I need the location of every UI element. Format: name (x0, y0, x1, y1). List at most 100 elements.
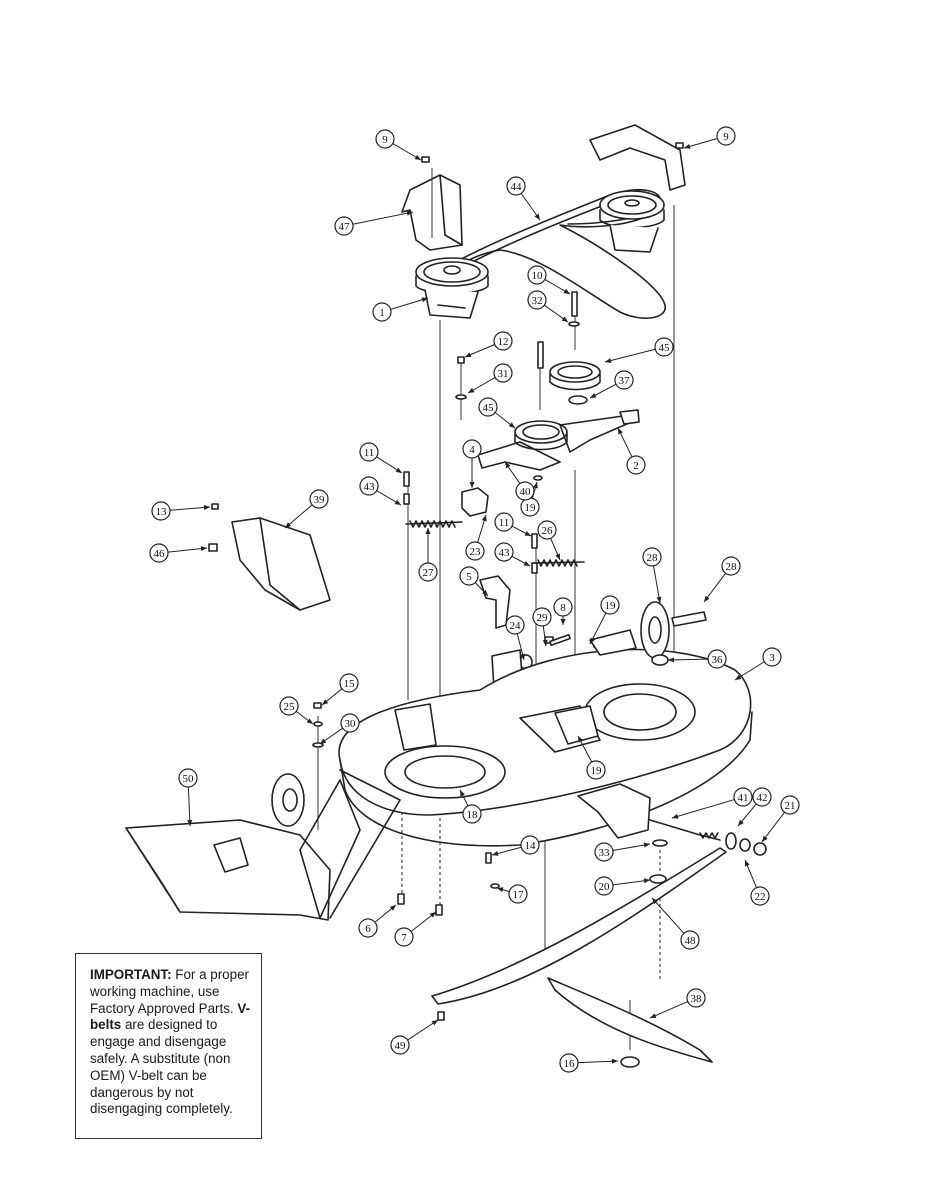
callout-number: 4 (469, 444, 475, 456)
callout-arrowhead (643, 878, 650, 884)
callout-circle (626, 455, 646, 475)
callout-number: 48 (685, 935, 697, 947)
callout-c5: 5 (459, 566, 489, 597)
callout-c44: 44 (506, 176, 541, 221)
callout-number: 31 (498, 368, 509, 380)
callout-c12: 12 (464, 331, 513, 358)
spindle-pulley-right (599, 190, 665, 253)
callout-leader (651, 897, 685, 934)
callout-c30: 30 (319, 713, 360, 745)
callout-c28a: 28 (642, 547, 662, 604)
callout-number: 36 (712, 654, 724, 666)
callout-circle (493, 331, 513, 351)
callout-number: 6 (365, 923, 371, 935)
callout-c37: 37 (589, 370, 634, 399)
callout-number: 7 (401, 932, 407, 944)
chute-deflector (231, 517, 331, 611)
callout-c27: 27 (418, 528, 438, 582)
callout-arrowhead (468, 387, 475, 393)
callout-circle (494, 512, 514, 532)
callout-number: 25 (284, 701, 296, 713)
callout-c4: 4 (462, 439, 482, 488)
callout-circle (279, 696, 299, 716)
callout-number: 19 (605, 600, 617, 612)
callout-c19c: 19 (577, 735, 606, 780)
callout-leader (667, 658, 709, 661)
callout-arrowhead (320, 738, 327, 744)
callout-arrowhead (618, 428, 623, 435)
callout-c31: 31 (467, 363, 513, 394)
callout-circle (721, 556, 741, 576)
callout-circle (418, 562, 438, 582)
callout-arrowhead (469, 482, 475, 488)
callout-arrowhead (704, 595, 710, 602)
callout-arrowhead (561, 316, 568, 322)
callout-leader (169, 506, 211, 511)
callout-number: 43 (364, 481, 376, 493)
callout-arrowhead (590, 392, 597, 398)
vbelts-text: are designed to engage and disengage saf… (90, 1017, 233, 1117)
callout-c10: 10 (527, 265, 571, 295)
callout-arrowhead (414, 154, 421, 160)
callout-number: 47 (339, 221, 351, 233)
callout-circle (750, 886, 770, 906)
callout-leader (761, 811, 785, 843)
idler-pulley-upper (549, 361, 601, 391)
callout-arrowhead (524, 531, 531, 536)
callout-leader (671, 799, 735, 819)
callout-leader (612, 879, 651, 886)
callout-circle (394, 927, 414, 947)
callout-circle (390, 1035, 410, 1055)
callout-number: 46 (154, 548, 166, 560)
callout-arrowhead (590, 637, 595, 644)
callout-circle (339, 673, 359, 693)
callout-number: 16 (564, 1058, 576, 1070)
callout-number: 11 (499, 517, 510, 529)
callout-number: 50 (183, 773, 195, 785)
callout-number: 45 (483, 402, 495, 414)
callout-circle (515, 481, 535, 501)
callout-number: 33 (599, 847, 611, 859)
callout-arrowhead (523, 560, 530, 566)
callout-number: 12 (498, 336, 509, 348)
callout-arrowhead (508, 422, 515, 428)
callout-leader (612, 843, 651, 851)
callout-c13: 13 (151, 501, 211, 521)
callout-circle (508, 884, 528, 904)
callout-arrowhead (656, 596, 662, 603)
callout-c38: 38 (649, 988, 706, 1019)
baffle-48 (431, 847, 727, 1005)
callout-circle (594, 842, 614, 862)
callout-c50: 50 (178, 768, 198, 827)
callout-number: 42 (757, 792, 768, 804)
callout-c2: 2 (617, 427, 646, 475)
callout-arrowhead (460, 790, 465, 797)
callout-arrowhead (406, 210, 413, 216)
callout-c42: 42 (737, 787, 772, 827)
callout-number: 28 (647, 552, 659, 564)
callout-number: 49 (395, 1040, 407, 1052)
callout-arrowhead (200, 546, 207, 552)
callout-number: 26 (542, 525, 554, 537)
callout-c3: 3 (734, 647, 782, 681)
callout-c45b: 45 (478, 397, 516, 429)
idler-bracket (477, 409, 640, 471)
callout-circle (614, 370, 634, 390)
callout-number: 21 (785, 800, 796, 812)
callout-arrowhead (542, 639, 548, 646)
callout-arrowhead (745, 860, 750, 867)
callout-arrowhead (520, 653, 525, 660)
callout-c19a: 19 (520, 481, 540, 517)
callout-number: 3 (769, 652, 775, 664)
callout-arrowhead (425, 528, 431, 534)
callout-circle (686, 988, 706, 1008)
callout-circle (553, 597, 573, 617)
callout-arrowhead (534, 213, 540, 220)
callout-circle (462, 804, 482, 824)
callout-number: 9 (723, 131, 729, 143)
callout-c8: 8 (553, 597, 573, 625)
callout-arrowhead (563, 288, 570, 294)
callout-arrowhead (492, 851, 499, 856)
callout-number: 5 (466, 571, 472, 583)
